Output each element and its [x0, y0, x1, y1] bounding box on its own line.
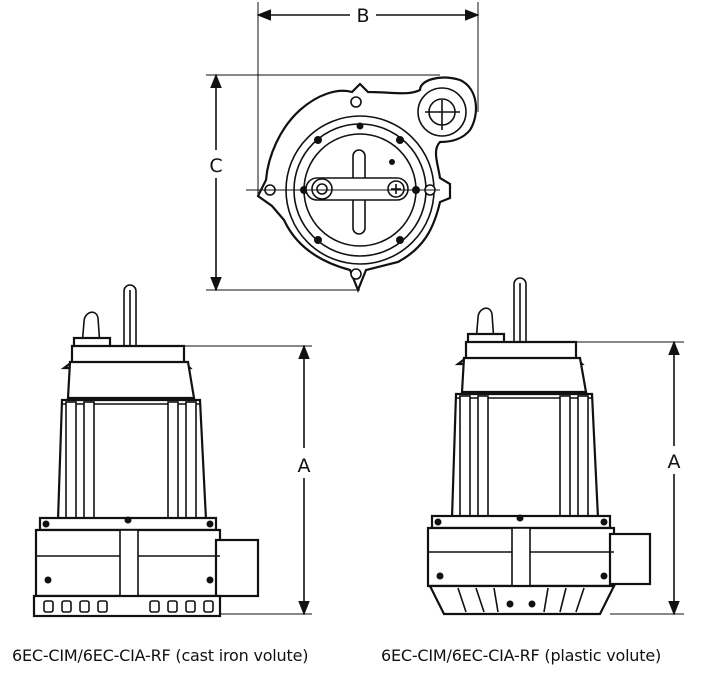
pump-dimension-drawing: B C [32, 2, 684, 618]
top-view: B C [206, 2, 480, 293]
caption-cast-iron-volute: 6EC-CIM/6EC-CIA-RF (cast iron volute) [12, 646, 309, 665]
left-pump-side-view: A [32, 284, 312, 618]
dimension-a-right-label: A [668, 451, 681, 473]
dimension-b-label: B [356, 5, 369, 27]
left-base-slots [43, 600, 214, 613]
caption-plastic-volute: 6EC-CIM/6EC-CIA-RF (plastic volute) [381, 646, 662, 665]
dimension-c-label: C [209, 155, 222, 177]
dimension-a-left-label: A [298, 455, 311, 477]
right-pump-side-view: A [426, 277, 684, 616]
right-base-legs [457, 587, 585, 613]
